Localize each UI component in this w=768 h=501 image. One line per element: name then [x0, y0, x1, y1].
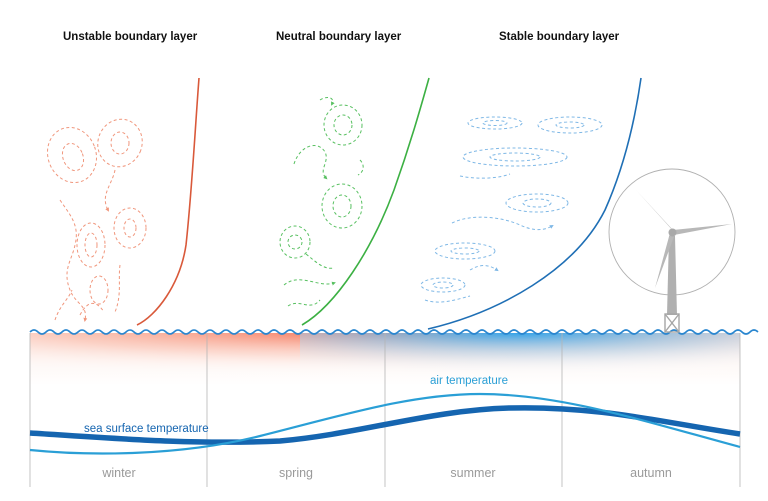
turbine-blade	[673, 224, 732, 235]
season-label-winter: winter	[102, 466, 136, 480]
stable-eddies	[420, 116, 603, 303]
panel-title-stable: Stable boundary layer	[499, 31, 620, 43]
air-temperature-curve	[29, 392, 741, 455]
sea-surface-temperature-curve	[29, 405, 741, 445]
air-temperature-label: air temperature	[430, 375, 508, 387]
season-label-autumn: autumn	[630, 466, 672, 480]
season-label-spring: spring	[278, 466, 314, 480]
season-label-summer: summer	[450, 466, 496, 480]
sea-surface-wave	[29, 329, 759, 335]
unstable-eddies	[46, 118, 147, 322]
neutral-profile-curve	[301, 77, 430, 326]
turbine-tower	[667, 236, 677, 315]
turbine-blade	[655, 233, 675, 288]
panel-title-unstable: Unstable boundary layer	[63, 31, 198, 43]
wind-turbine	[608, 168, 736, 333]
turbine-foundation	[664, 313, 680, 333]
sea-surface-temperature-label: sea surface temperature	[84, 423, 209, 435]
panel-title-neutral: Neutral boundary layer	[276, 31, 402, 43]
unstable-profile-curve	[136, 77, 200, 326]
neutral-eddies	[279, 96, 364, 307]
stable-profile-curve	[427, 77, 642, 330]
turbine-blade	[636, 190, 675, 233]
turbine-hub	[668, 228, 677, 237]
